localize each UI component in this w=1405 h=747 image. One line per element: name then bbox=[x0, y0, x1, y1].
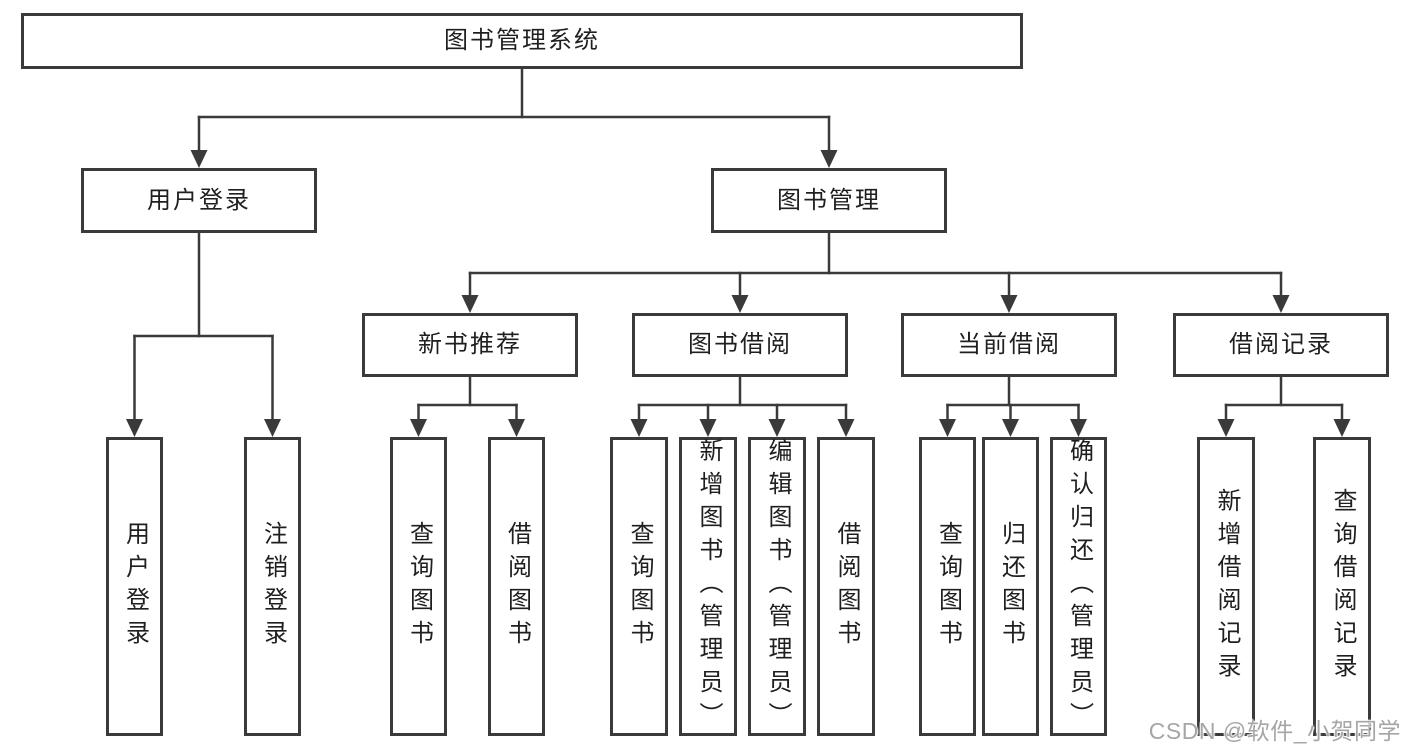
leaf-label: 借阅图书 bbox=[503, 520, 531, 653]
node-current-borrowing: 当前借阅 bbox=[901, 313, 1117, 377]
leaf-add-book-admin: 新增图书（管理员） bbox=[679, 437, 737, 736]
leaf-return-book: 归还图书 bbox=[982, 437, 1039, 736]
node-user-login: 用户登录 bbox=[81, 168, 317, 233]
csdn-watermark: CSDN @软件_小贺同学 bbox=[1148, 718, 1401, 744]
node-library-management-system: 图书管理系统 bbox=[21, 13, 1023, 69]
leaf-label: 查询借阅记录 bbox=[1329, 487, 1356, 686]
node-new-book-recommendation: 新书推荐 bbox=[362, 313, 578, 377]
leaf-label: 新增借阅记录 bbox=[1213, 487, 1240, 686]
leaf-label: 查询图书 bbox=[934, 520, 962, 653]
leaf-label: 查询图书 bbox=[405, 520, 433, 653]
leaf-label: 注销登录 bbox=[259, 520, 287, 653]
node-book-borrowing: 图书借阅 bbox=[632, 313, 848, 377]
leaf-edit-book-admin: 编辑图书（管理员） bbox=[748, 437, 806, 736]
leaf-user-login: 用户登录 bbox=[106, 437, 163, 736]
leaf-borrow-books: 借阅图书 bbox=[817, 437, 875, 736]
leaf-label: 查询图书 bbox=[626, 520, 653, 653]
leaf-label: 归还图书 bbox=[997, 520, 1025, 653]
node-book-management: 图书管理 bbox=[711, 168, 947, 233]
leaf-add-borrow-record: 新增借阅记录 bbox=[1197, 437, 1255, 736]
leaf-confirm-return-admin: 确认归还（管理员） bbox=[1050, 437, 1107, 736]
leaf-query-books-borrow: 查询图书 bbox=[610, 437, 668, 736]
leaf-query-books-current: 查询图书 bbox=[919, 437, 976, 736]
node-borrowing-records: 借阅记录 bbox=[1173, 313, 1389, 377]
leaf-logout: 注销登录 bbox=[244, 437, 301, 736]
leaf-query-books-recommend: 查询图书 bbox=[390, 437, 447, 736]
leaf-label: 新增图书（管理员） bbox=[695, 438, 722, 735]
leaf-label: 确认归还（管理员） bbox=[1065, 438, 1093, 735]
leaf-borrow-books-recommend: 借阅图书 bbox=[488, 437, 545, 736]
leaf-label: 编辑图书（管理员） bbox=[764, 438, 791, 735]
leaf-label: 借阅图书 bbox=[833, 520, 860, 653]
leaf-query-borrow-record: 查询借阅记录 bbox=[1313, 437, 1371, 736]
leaf-label: 用户登录 bbox=[121, 520, 149, 653]
